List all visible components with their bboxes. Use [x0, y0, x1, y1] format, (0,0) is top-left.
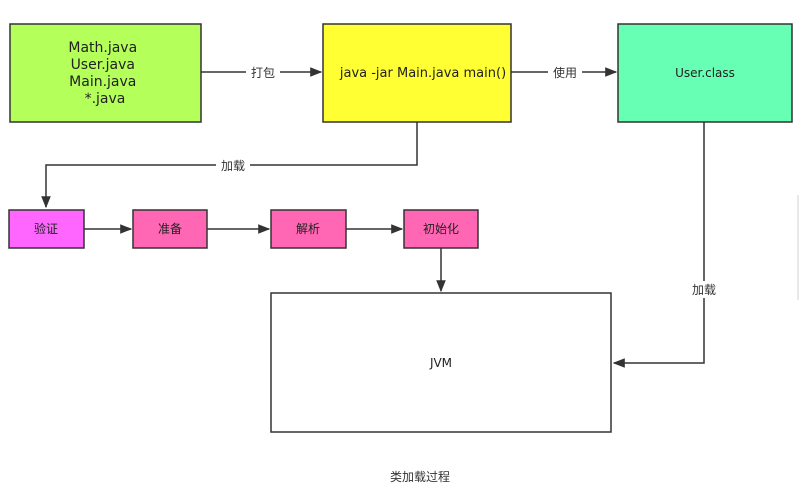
edge-divider	[797, 195, 799, 300]
node-resolve-label: 解析	[296, 222, 320, 236]
node-sources-label: Math.java User.java Main.java *.java	[68, 40, 141, 107]
node-userclass	[617, 23, 793, 123]
node-verify-label: 验证	[34, 221, 58, 236]
node-run	[322, 23, 512, 123]
node-jvm-label: JVM	[429, 356, 452, 370]
node-sources	[9, 23, 202, 123]
edge-label-pack: 打包	[251, 66, 275, 80]
diagram-caption: 类加载过程	[389, 470, 450, 484]
edge-load-right	[612, 122, 705, 368]
node-prepare	[132, 209, 208, 249]
edge-label-load-right: 加载	[692, 283, 716, 297]
node-init-label: 初始化	[423, 222, 459, 236]
node-resolve	[270, 209, 347, 249]
node-userclass-label: User.class	[675, 66, 735, 80]
node-prepare-label: 准备	[158, 222, 182, 236]
edge-label-load-left: 加载	[221, 159, 245, 173]
node-verify	[8, 209, 85, 249]
node-init	[403, 209, 479, 249]
edge-label-use: 使用	[553, 65, 577, 80]
node-run-label: java -jar Main.java main()	[339, 66, 506, 81]
node-jvm	[270, 292, 612, 433]
